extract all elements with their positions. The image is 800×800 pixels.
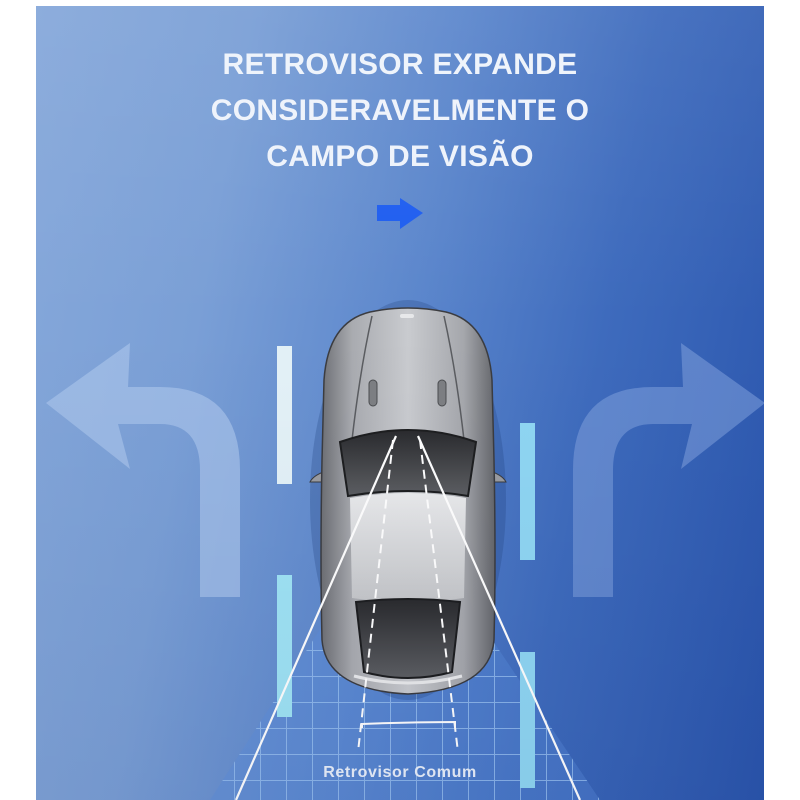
caption-retrovisor-comum: Retrovisor Comum bbox=[323, 764, 477, 781]
infographic-panel: RETROVISOR EXPANDE CONSIDERAVELMENTE O C… bbox=[36, 6, 764, 800]
arrow-right-icon bbox=[377, 198, 423, 229]
turn-left-arrow-icon bbox=[46, 343, 240, 597]
view-lines bbox=[234, 435, 582, 800]
lane-marker-left-top bbox=[277, 346, 292, 484]
road-scene bbox=[46, 198, 764, 800]
headline-line-1: RETROVISOR EXPANDE bbox=[222, 48, 578, 81]
headline-line-2: CONSIDERAVELMENTE O bbox=[210, 94, 590, 127]
headline: RETROVISOR EXPANDE CONSIDERAVELMENTE O C… bbox=[36, 42, 764, 180]
lane-marker-right-top bbox=[520, 423, 535, 560]
headline-line-3: CAMPO DE VISÃO bbox=[266, 140, 534, 173]
turn-right-arrow-icon bbox=[573, 343, 764, 597]
lane-marker-right-bottom bbox=[520, 652, 535, 788]
lane-marker-left-bottom bbox=[277, 575, 292, 717]
car-top-view bbox=[309, 300, 507, 700]
